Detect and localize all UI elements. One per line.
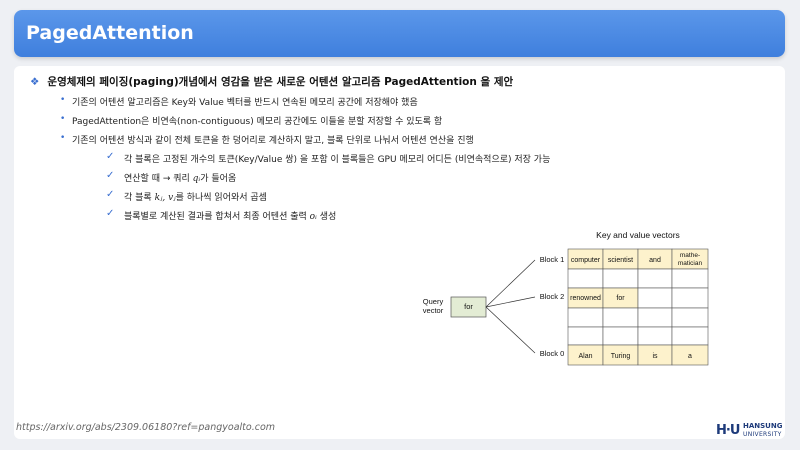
- grid-cell: [637, 287, 673, 309]
- arrow-block1: [485, 259, 536, 308]
- university-logo: H·U HANSUNG UNIVERSITY: [716, 422, 786, 440]
- token-cell: is: [652, 353, 658, 360]
- check-icon: ✓: [106, 151, 115, 162]
- check-item-text: 각 블록: [124, 193, 155, 203]
- dot-bullet-icon: •: [60, 133, 66, 143]
- grid-cell: [637, 326, 673, 346]
- check-item: ✓ 블록별로 계산된 결과를 합쳐서 최종 어텐션 출력 oᵢ 생성: [106, 208, 337, 222]
- check-item: ✓ 각 블록은 고정된 개수의 토큰(Key/Value 쌍) 을 포함 이 블록…: [106, 151, 551, 165]
- check-item-text: 연산할 때 → 쿼리: [124, 174, 193, 184]
- query-label-line2: vector: [423, 306, 444, 315]
- sub-item: • 기존의 어텐션 알고리즘은 Key와 Value 벡터를 반드시 연속된 메모…: [60, 95, 418, 108]
- sub-item-text: 기존의 어텐션 방식과 같이 전체 토큰을 한 덩어리로 계산하지 말고, 블록…: [72, 136, 474, 146]
- block1-label: Block 1: [540, 255, 565, 264]
- grid-cell: [671, 307, 709, 328]
- token-cell: Turing: [611, 353, 631, 360]
- sub-item: • PagedAttention은 비연속(non-contiguous) 메모리…: [60, 114, 443, 127]
- grid-cell: [602, 326, 639, 346]
- grid-cell: [671, 326, 709, 346]
- grid-cell: [671, 344, 709, 366]
- block0-label: Block 0: [540, 349, 565, 358]
- token-cell: and: [649, 257, 661, 264]
- query-label-line1: Query: [423, 297, 444, 306]
- check-item-text: 생성: [316, 212, 337, 222]
- token-cell: matician: [678, 260, 703, 267]
- slide-title: PagedAttention: [26, 22, 194, 44]
- check-item: ✓ 연산할 때 → 쿼리 qᵢ가 들어옴: [106, 170, 237, 184]
- block2-label: Block 2: [540, 292, 565, 301]
- check-icon: ✓: [106, 189, 115, 200]
- token-cell: mathe-: [680, 252, 700, 259]
- dot-bullet-icon: •: [60, 114, 66, 124]
- main-bullet-text: 운영체제의 페이징(paging)개념에서 영감을 받은 새로운 어텐션 알고리…: [47, 76, 514, 88]
- check-item-text: 각 블록은 고정된 개수의 토큰(Key/Value 쌍) 을 포함 이 블록들…: [124, 155, 551, 165]
- logo-line2: UNIVERSITY: [743, 431, 782, 438]
- check-icon: ✓: [106, 170, 115, 181]
- math-k-v: kⱼ, vⱼ: [154, 193, 176, 203]
- grid-cell: [637, 268, 673, 289]
- arrow-block0: [485, 306, 536, 354]
- sub-item-text: PagedAttention은 비연속(non-contiguous) 메모리 …: [72, 117, 443, 127]
- token-cell: for: [616, 295, 625, 302]
- grid-cell: [637, 307, 673, 328]
- token-cell: a: [688, 353, 692, 360]
- sub-item: • 기존의 어텐션 방식과 같이 전체 토큰을 한 덩어리로 계산하지 말고, 블…: [60, 133, 474, 146]
- grid-cell: [602, 268, 639, 289]
- main-bullet: ❖ 운영체제의 페이징(paging)개념에서 영감을 받은 새로운 어텐션 알고…: [30, 74, 513, 89]
- logo-mark-icon: H·U: [716, 423, 740, 438]
- check-item: ✓ 각 블록 kⱼ, vⱼ를 하나씩 읽어와서 곱셈: [106, 189, 267, 203]
- math-o-i: oᵢ: [309, 212, 317, 222]
- token-cell: Alan: [578, 353, 592, 360]
- arrow-block2: [485, 296, 536, 308]
- grid-cell: [567, 268, 604, 289]
- title-bar: PagedAttention: [14, 10, 785, 57]
- diagram-header: Key and value vectors: [596, 230, 680, 240]
- grid-cell: [671, 268, 709, 289]
- grid-cell: [602, 307, 639, 328]
- source-url[interactable]: https://arxiv.org/abs/2309.06180?ref=pan…: [16, 422, 276, 433]
- token-cell: renowned: [570, 295, 601, 302]
- grid-cell: [671, 287, 709, 309]
- check-item-text: 를 하나씩 읽어와서 곱셈: [175, 193, 267, 203]
- check-item-text: 블록별로 계산된 결과를 합쳐서 최종 어텐션 출력: [124, 212, 310, 222]
- logo-line1: HANSUNG: [743, 422, 783, 430]
- token-cell: scientist: [608, 257, 633, 264]
- grid-cell: [567, 326, 604, 346]
- check-icon: ✓: [106, 208, 115, 219]
- grid-cell: [567, 307, 604, 328]
- query-token: for: [464, 302, 473, 311]
- math-q-i: qᵢ: [192, 174, 201, 184]
- check-item-text: 가 들어옴: [200, 174, 237, 184]
- token-cell: computer: [571, 257, 601, 264]
- kv-grid: [567, 248, 709, 366]
- diamond-bullet-icon: ❖: [30, 76, 40, 88]
- sub-item-text: 기존의 어텐션 알고리즘은 Key와 Value 벡터를 반드시 연속된 메모리…: [72, 98, 418, 108]
- dot-bullet-icon: •: [60, 95, 66, 105]
